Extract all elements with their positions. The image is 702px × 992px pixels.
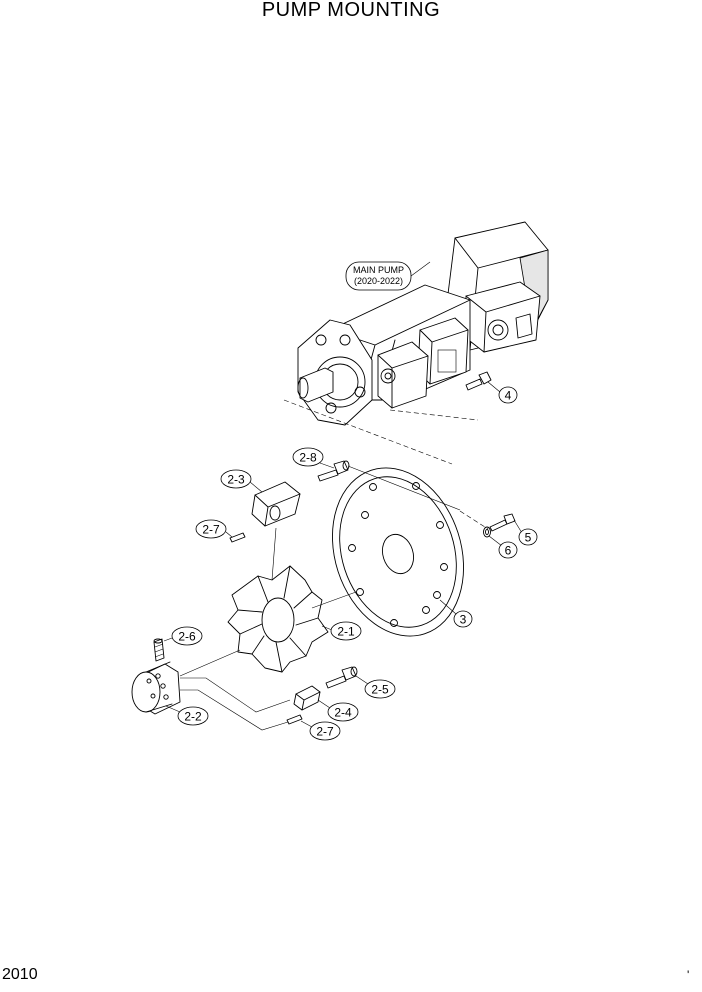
callout-5: 5 — [513, 519, 538, 546]
svg-text:2-2: 2-2 — [184, 710, 202, 724]
rubber-element-2-1 — [227, 565, 329, 673]
callout-2-7-lower: 2-7 — [300, 720, 341, 741]
svg-text:3: 3 — [460, 613, 467, 627]
socket-bolt-2-5 — [325, 666, 358, 689]
svg-text:2-6: 2-6 — [178, 630, 196, 644]
callout-2-8: 2-8 — [292, 447, 335, 469]
set-screw-2-6 — [153, 638, 165, 662]
bolt-5 — [489, 513, 516, 532]
main-pump-label: MAIN PUMP — [353, 265, 404, 275]
main-pump-label-box: MAIN PUMP (2020-2022) — [345, 261, 431, 291]
svg-text:2-5: 2-5 — [371, 683, 389, 697]
callout-3: 3 — [439, 599, 473, 628]
hub-2-2 — [131, 661, 181, 715]
svg-text:5: 5 — [525, 531, 532, 545]
callout-2-4: 2-4 — [317, 699, 359, 722]
main-pump-model-range: (2020-2022) — [354, 276, 403, 286]
spring-pin-2-7-lower — [286, 714, 303, 725]
main-pump-illustration — [283, 221, 549, 465]
assembly-guide-lines — [179, 465, 461, 731]
callout-4: 4 — [487, 381, 518, 404]
callout-2-2: 2-2 — [165, 705, 209, 726]
callout-6: 6 — [488, 535, 518, 559]
svg-text:6: 6 — [505, 544, 512, 558]
svg-text:2-7: 2-7 — [316, 725, 334, 739]
flywheel-housing-plate — [332, 467, 464, 637]
callout-2-7-upper: 2-7 — [195, 519, 233, 539]
page-number: 2010 — [2, 966, 38, 983]
svg-text:2-7: 2-7 — [202, 523, 220, 537]
socket-bolt-2-8 — [317, 460, 350, 482]
page-title: PUMP MOUNTING — [261, 0, 441, 21]
svg-text:2-3: 2-3 — [227, 473, 245, 487]
callout-2-3: 2-3 — [220, 469, 263, 493]
callout-2-6: 2-6 — [163, 626, 203, 646]
svg-text:2-8: 2-8 — [299, 451, 317, 465]
svg-text:4: 4 — [505, 389, 512, 403]
key-2-4 — [293, 685, 321, 711]
svg-text:2-1: 2-1 — [337, 625, 355, 639]
corner-mark: ' — [687, 968, 690, 982]
callout-2-5: 2-5 — [355, 675, 396, 699]
spring-pin-2-7-upper — [229, 532, 246, 543]
svg-text:2-4: 2-4 — [334, 706, 352, 720]
callout-2-1: 2-1 — [321, 621, 362, 641]
washer-6 — [483, 526, 491, 538]
coupling-insert-2-3 — [251, 481, 301, 527]
